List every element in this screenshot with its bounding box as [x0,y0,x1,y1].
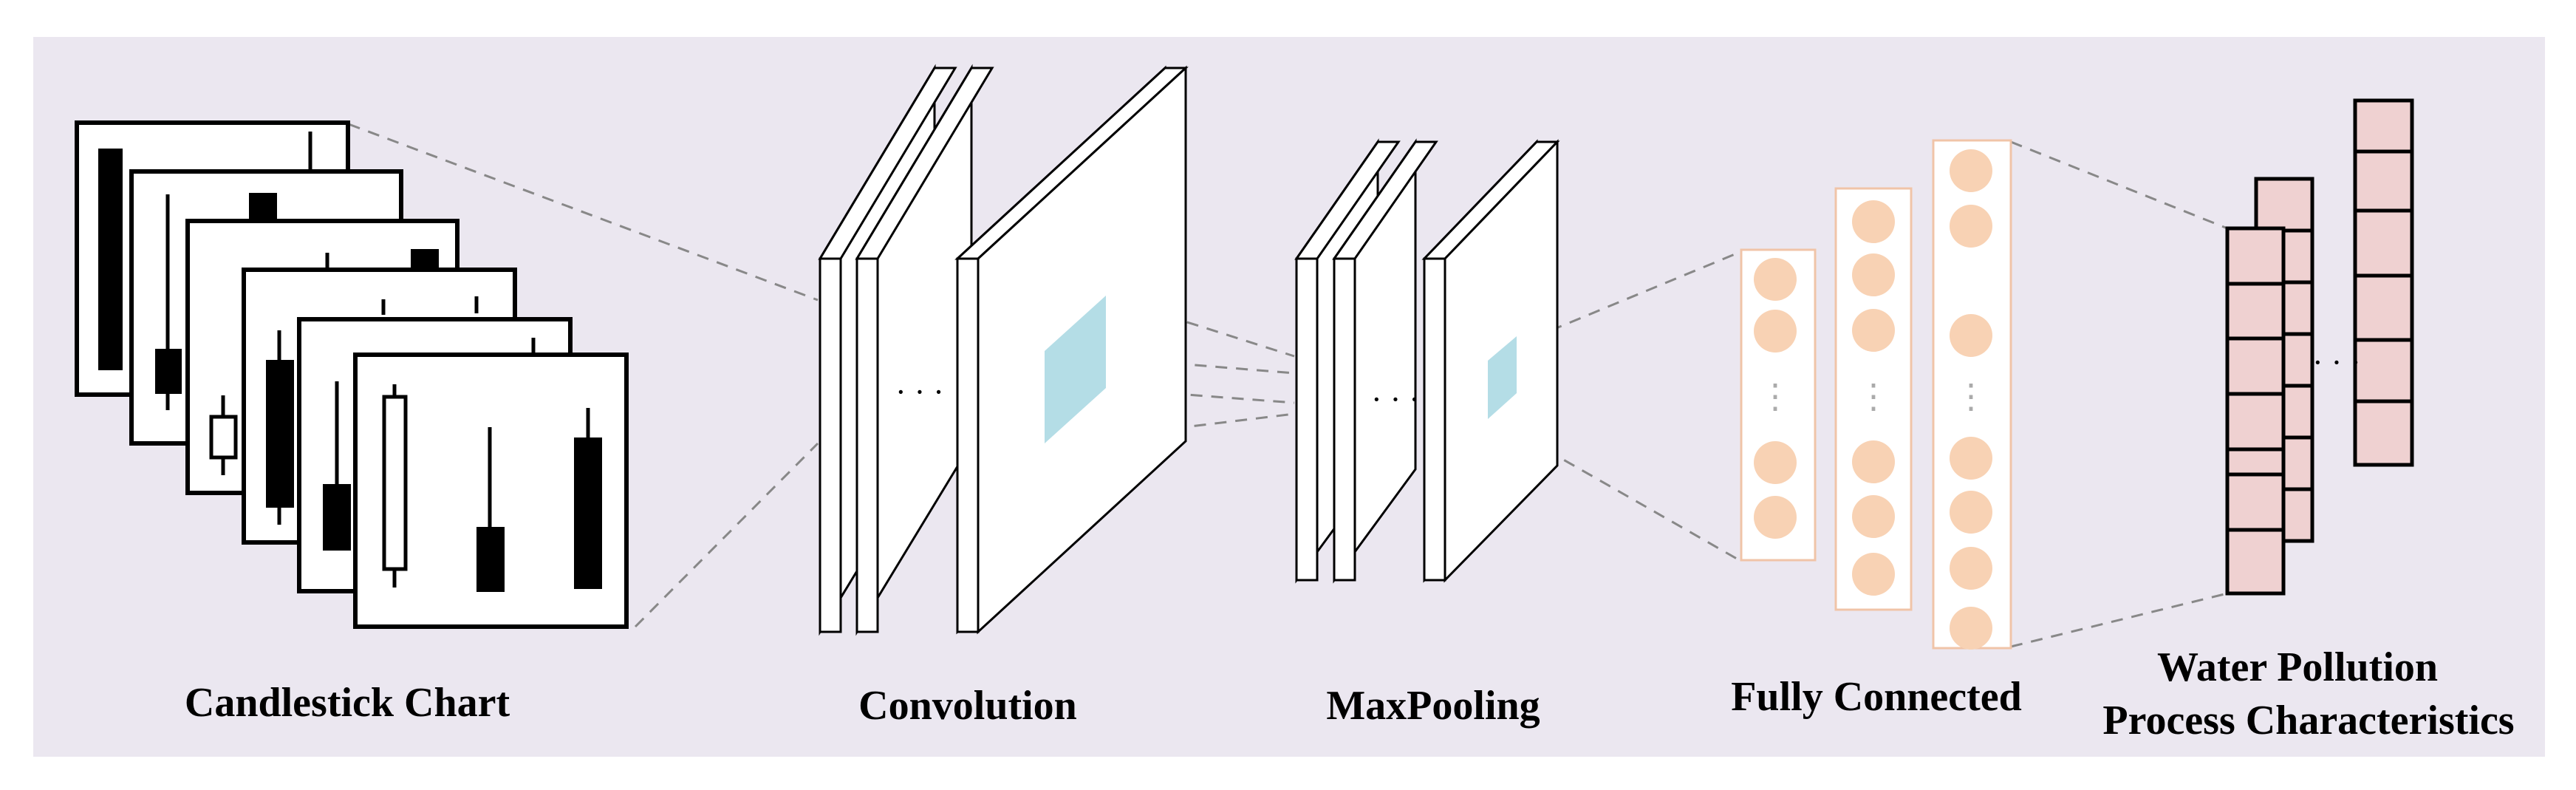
maxpooling-label: MaxPooling [1326,683,1540,729]
candle-body [249,193,277,221]
output-ellipsis: · · · [2312,344,2361,381]
fc-neuron [1950,314,1992,357]
fc-neuron [1754,258,1797,301]
convolution-feature-maps [818,64,1189,636]
fc-neuron [1852,309,1895,352]
fc-neuron [1754,441,1797,484]
maxpooling-ellipsis: · · · [1371,381,1420,418]
fc-neuron [1852,553,1895,596]
maxpooling-map-2 [1332,138,1438,584]
fc-neuron [1950,437,1992,480]
connector-fc-bottom [2010,592,2228,648]
candle-body [411,249,439,268]
candlestick-chart-label: Candlestick Chart [184,680,510,726]
candle-body-hollow [382,395,408,571]
output-vector-front [2225,226,2286,596]
fc-neuron [1852,495,1895,538]
convolution-ellipsis: · · · [895,374,944,410]
fc-neuron [1950,205,1992,248]
maxpooling-feature-maps [1294,138,1560,584]
output-label-line2: Process Characteristics [2102,698,2515,743]
convolution-map-2 [855,64,994,636]
fc-neuron [1950,607,1992,650]
candlestick-chart-stack [75,120,629,629]
connector-input-top [348,123,819,302]
fully-connected-label: Fully Connected [1731,674,2022,720]
fc-neuron [1950,149,1992,192]
fc-column-3 [1932,139,2012,650]
fc-neuron [1950,491,1992,534]
output-vector-last [2353,98,2414,467]
fc-neuron [1754,310,1797,353]
candle-body [98,149,123,370]
convolution-label: Convolution [858,683,1077,729]
fc-neuron [1852,200,1895,243]
candlestick-chart-6 [353,353,629,629]
output-label-line1: Water Pollution [2156,644,2439,690]
output-vectors [2225,98,2414,596]
fully-connected-layers [1740,139,2012,650]
candle-body [574,437,602,589]
fc-vertical-ellipses: ⋮ ⋮ ⋮ [1758,378,1988,415]
convolution-receptive-field [1045,296,1106,443]
connector-fc-top [2010,140,2228,230]
candle-body [266,360,294,508]
fc-neuron [1754,496,1797,539]
fc-column-1 [1740,248,1817,562]
maxpooling-receptive-field [1488,336,1517,419]
candle-body [323,484,351,551]
fc-neuron [1852,253,1895,296]
fc-neuron [1950,547,1992,590]
fc-neuron [1852,440,1895,483]
ellipsis-glyphs: · · · · · · · · · [895,344,2361,418]
fc-column-2 [1834,187,1913,611]
candle-body [155,349,182,394]
fc-column-3-ellipsis: ⋮ [1954,378,1988,415]
candle-body-hollow [209,415,238,460]
candle-body [476,527,505,592]
fc-column-2-ellipsis: ⋮ [1856,378,1890,415]
fc-column-1-ellipsis: ⋮ [1758,378,1792,415]
connector-input-bottom [634,442,819,628]
connector-pool-top [1531,250,1743,340]
